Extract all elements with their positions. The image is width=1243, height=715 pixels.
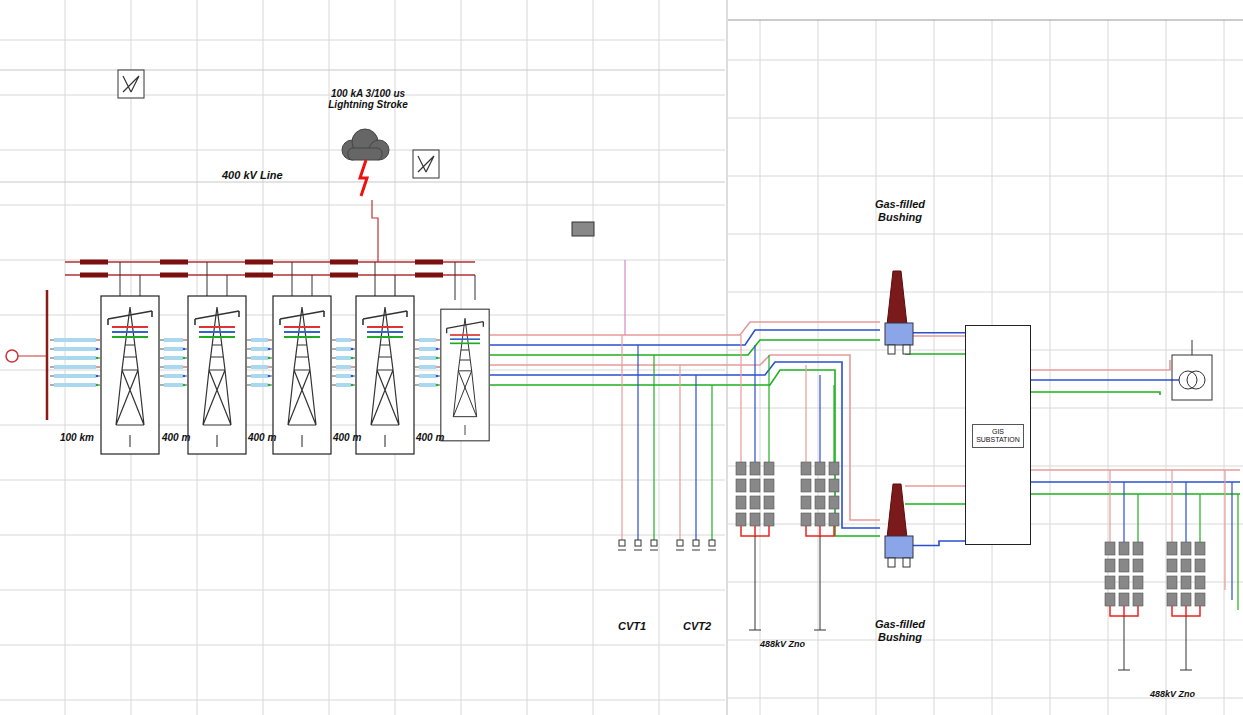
gas-filled-bushing: Gas-filled Bushing	[855, 198, 945, 355]
text-label: 400 m	[416, 432, 444, 443]
gis-substation-box: GIS SUBSTATION	[965, 325, 1031, 545]
text-label: 100 kA 3/100 us Lightning Stroke	[318, 88, 418, 110]
bushing-symbol	[855, 265, 945, 355]
bus-connector	[913, 541, 965, 546]
text-label: 100 km	[60, 432, 94, 443]
text-label: 400 kV Line	[222, 169, 283, 181]
gas-filled-bushing: Gas-filled Bushing	[855, 478, 945, 643]
text-label: CVT2	[683, 620, 711, 632]
text-label: 488kV Zno	[1150, 690, 1195, 700]
text-label: 400 m	[333, 432, 361, 443]
bushing-symbol	[855, 478, 945, 568]
text-label: 400 m	[162, 432, 190, 443]
node-text: Gas-filled Bushing	[855, 618, 945, 643]
text-label: CVT1	[618, 620, 646, 632]
bus-connector	[913, 332, 965, 333]
gis-label-box: GIS SUBSTATION	[972, 424, 1024, 448]
text-label: 400 m	[248, 432, 276, 443]
text-label: 488kV Zno	[760, 640, 805, 650]
node-text: GIS SUBSTATION	[974, 428, 1022, 444]
node-text: Gas-filled Bushing	[855, 198, 945, 223]
